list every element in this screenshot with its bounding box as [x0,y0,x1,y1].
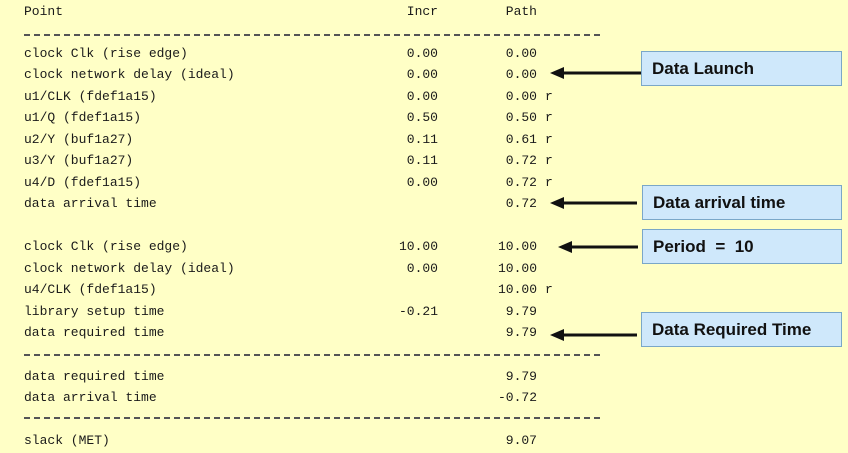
row-incr: 0.11 [406,132,438,147]
row-incr: 0.00 [406,67,438,82]
row-path: 9.79 [505,369,537,384]
row-point: clock network delay (ideal) [24,261,235,276]
row-path: 9.79 [505,325,537,340]
row-path: 10.00 [497,282,537,297]
row-point: u2/Y (buf1a27) [24,132,134,147]
row-path: 0.00 [505,67,537,82]
callout-data-required-time: Data Required Time [641,312,842,347]
row-incr: 10.00 [398,239,438,254]
row-incr: 0.50 [406,110,438,125]
callout-data-launch: Data Launch [641,51,842,86]
header-point: Point [24,4,64,19]
header-incr: Incr [406,4,438,19]
separator [24,354,600,356]
row-edge-flag: r [545,282,553,297]
row-incr: 0.00 [406,89,438,104]
row-path: -0.72 [497,390,537,405]
row-point: data arrival time [24,196,157,211]
row-point: u1/CLK (fdef1a15) [24,89,157,104]
row-point: data arrival time [24,390,157,405]
row-path: 9.07 [505,433,537,448]
row-point: u4/D (fdef1a15) [24,175,142,190]
left-arrow-icon [558,241,638,253]
row-point: data required time [24,369,165,384]
row-edge-flag: r [545,175,553,190]
row-path: 0.50 [505,110,537,125]
row-path: 0.00 [505,89,537,104]
row-incr: 0.00 [406,46,438,61]
row-path: 0.72 [505,153,537,168]
row-incr: 0.00 [406,261,438,276]
row-point: u3/Y (buf1a27) [24,153,134,168]
left-arrow-icon [550,329,637,341]
row-point: clock Clk (rise edge) [24,239,188,254]
row-incr: -0.21 [398,304,438,319]
row-incr: 0.00 [406,175,438,190]
row-edge-flag: r [545,89,553,104]
row-point: u4/CLK (fdef1a15) [24,282,157,297]
left-arrow-icon [550,197,637,209]
callout-data-arrival-time: Data arrival time [642,185,842,220]
row-path: 10.00 [497,239,537,254]
row-point: library setup time [24,304,165,319]
row-path: 0.61 [505,132,537,147]
row-point: clock Clk (rise edge) [24,46,188,61]
row-point: data required time [24,325,165,340]
row-path: 0.00 [505,46,537,61]
row-point: u1/Q (fdef1a15) [24,110,142,125]
separator [24,34,600,36]
row-point: slack (MET) [24,433,110,448]
row-point: clock network delay (ideal) [24,67,235,82]
row-path: 9.79 [505,304,537,319]
row-edge-flag: r [545,132,553,147]
callout-period: Period = 10 [642,229,842,264]
header-path: Path [505,4,537,19]
row-path: 0.72 [505,175,537,190]
row-edge-flag: r [545,153,553,168]
row-edge-flag: r [545,110,553,125]
row-path: 10.00 [497,261,537,276]
left-arrow-icon [550,67,641,79]
row-path: 0.72 [505,196,537,211]
row-incr: 0.11 [406,153,438,168]
separator [24,417,600,419]
